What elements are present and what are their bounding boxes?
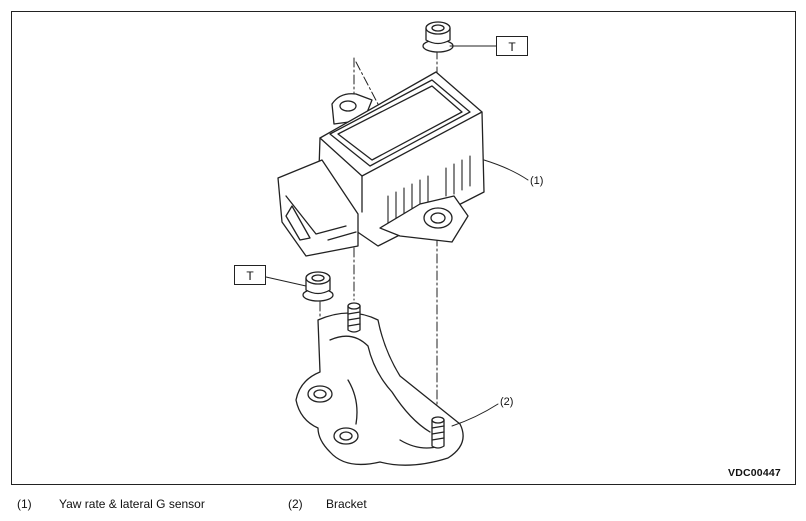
- legend-number: (1): [17, 497, 32, 511]
- flange-nut-top: [422, 21, 454, 53]
- torque-mark-top: T: [496, 36, 528, 56]
- legend-item-sensor: (1) Yaw rate & lateral G sensor: [17, 497, 205, 511]
- flange-nut-left: [302, 271, 334, 302]
- yaw-rate-sensor: [277, 71, 485, 257]
- legend-item-bracket: (2) Bracket: [288, 497, 367, 511]
- torque-mark-left: T: [234, 265, 266, 285]
- stud-upper: [347, 302, 361, 333]
- legend-text: Yaw rate & lateral G sensor: [59, 497, 205, 511]
- figure-id-label: VDC00447: [728, 467, 781, 479]
- leader-lines: [265, 45, 529, 427]
- diagram-frame: [11, 11, 796, 485]
- stud-lower: [431, 416, 445, 449]
- callout-sensor: (1): [530, 175, 544, 187]
- bracket: [295, 312, 464, 466]
- legend-text: Bracket: [326, 497, 367, 511]
- legend-number: (2): [288, 497, 303, 511]
- callout-bracket: (2): [500, 396, 514, 408]
